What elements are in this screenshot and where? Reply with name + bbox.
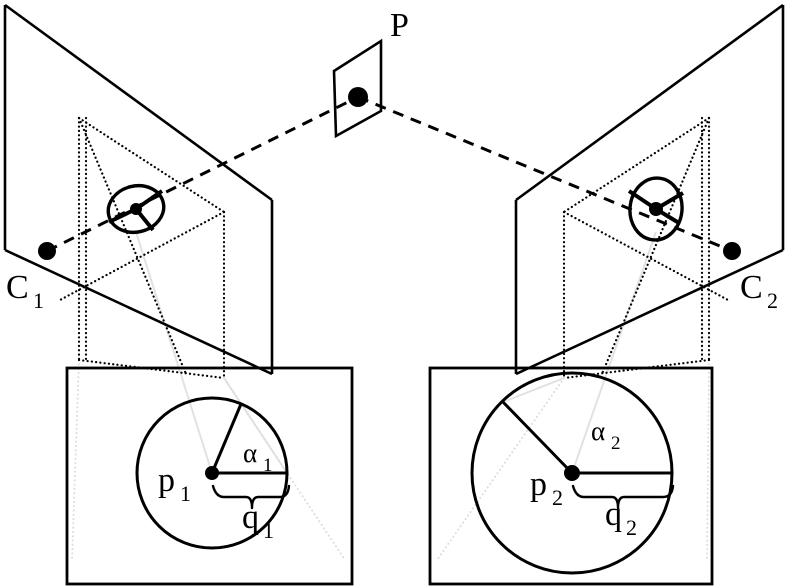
left-ellipse-outline bbox=[106, 183, 166, 235]
left-inset-radius-angled bbox=[210, 403, 243, 474]
right-magnified-inset: p 2 α 2 q 2 bbox=[428, 366, 714, 586]
left-inset-guide-left bbox=[71, 359, 80, 561]
right-projected-ellipse bbox=[627, 176, 685, 242]
left-magnified-inset: p 1 α 1 q 1 bbox=[65, 366, 354, 586]
right-connector-upper bbox=[571, 231, 657, 474]
left-image-plane bbox=[3, 3, 274, 376]
right-inset-center-dot bbox=[564, 465, 580, 481]
magnifier-connectors bbox=[71, 231, 710, 561]
right-inset-guide-right bbox=[706, 359, 710, 561]
right-frustum-diag-1 bbox=[600, 116, 711, 376]
left-point-subscript: 1 bbox=[180, 481, 191, 506]
left-radius-subscript: 1 bbox=[263, 518, 274, 543]
right-radius-subscript: 2 bbox=[626, 515, 637, 540]
right-inset-radius-angled bbox=[501, 400, 574, 475]
right-plane-top-edge bbox=[515, 3, 784, 202]
left-radius-label: q bbox=[242, 499, 259, 536]
right-image-plane bbox=[514, 3, 785, 376]
left-plane-bottom-edge bbox=[4, 248, 273, 376]
right-inset-guide-left bbox=[436, 377, 565, 561]
right-point-label: p bbox=[530, 466, 547, 503]
right-point-subscript: 2 bbox=[552, 485, 563, 510]
left-camera-view: C 1 bbox=[3, 3, 274, 380]
right-plane-bottom-edge bbox=[515, 248, 784, 376]
scene-surface-patch: P bbox=[332, 7, 409, 139]
left-angle-subscript: 1 bbox=[263, 455, 273, 476]
left-plane-top-edge bbox=[4, 3, 273, 202]
left-inset-center-dot bbox=[205, 466, 219, 480]
left-frustum-diag-2 bbox=[58, 210, 226, 302]
left-angle-label: α bbox=[243, 438, 257, 468]
right-inset-brace bbox=[571, 484, 675, 510]
left-point-label: p bbox=[158, 462, 175, 499]
camera-left-subscript: 1 bbox=[33, 288, 44, 313]
left-frustum-diag-1 bbox=[77, 116, 188, 376]
left-inset-brace bbox=[211, 484, 291, 510]
right-frustum-edge-2 bbox=[562, 116, 711, 214]
left-projection-ray bbox=[46, 95, 359, 253]
right-radius-label: q bbox=[605, 496, 622, 533]
projection-rays bbox=[46, 95, 733, 253]
scene-point-label: P bbox=[390, 7, 409, 44]
right-ellipse-outline bbox=[628, 176, 684, 242]
right-projection-ray bbox=[357, 95, 733, 253]
right-frustum-diag-2 bbox=[562, 210, 730, 302]
right-camera-view: C 2 bbox=[514, 3, 785, 380]
right-ellipse-center-dot bbox=[649, 202, 663, 216]
camera-right-subscript: 2 bbox=[767, 288, 778, 313]
right-angle-label: α bbox=[591, 416, 605, 446]
right-inset-frame bbox=[428, 366, 714, 586]
left-inset-frame bbox=[65, 366, 354, 586]
right-angle-subscript: 2 bbox=[611, 433, 621, 454]
camera-right-label: C bbox=[740, 269, 763, 306]
surface-patch-outline bbox=[332, 38, 383, 139]
camera-left-label: C bbox=[6, 269, 29, 306]
left-frustum-edge-2 bbox=[77, 116, 226, 214]
left-connector-upper bbox=[135, 231, 213, 474]
scene-point-dot bbox=[348, 87, 368, 107]
left-projected-ellipse bbox=[106, 183, 166, 235]
right-connector-lower bbox=[502, 377, 565, 403]
